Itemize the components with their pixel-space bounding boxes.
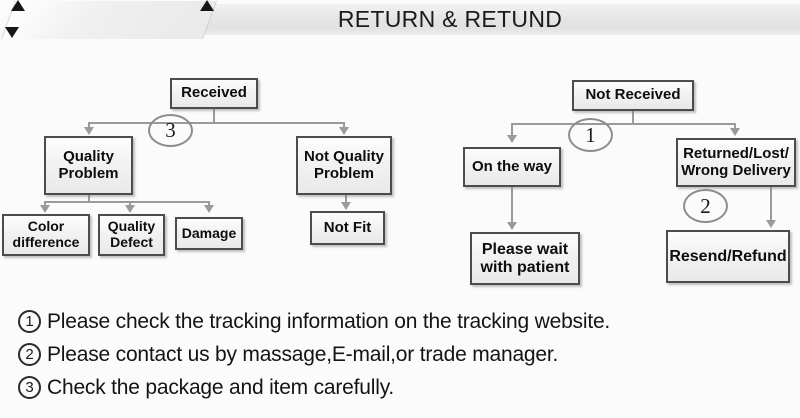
arrow-to-not-fit-icon — [341, 202, 351, 210]
arrow-to-resend-refund-icon — [766, 220, 776, 228]
step-marker-1: 1 — [568, 118, 613, 152]
connector-received-stem — [213, 109, 215, 123]
node-not-fit[interactable]: Not Fit — [310, 211, 385, 245]
connector-color-difference-drop — [44, 201, 46, 206]
node-returned-lost-wrong-delivery[interactable]: Returned/Lost/ Wrong Delivery — [676, 138, 796, 187]
arrow-to-returned-lost-icon — [730, 128, 740, 136]
node-not-quality-problem[interactable]: Not Quality Problem — [296, 136, 392, 195]
arrow-to-quality-defect-icon — [125, 205, 135, 213]
list-item: 2 Please contact us by massage,E-mail,or… — [18, 338, 788, 371]
arrow-to-damage-icon — [204, 205, 214, 213]
node-please-wait-with-patient[interactable]: Please wait with patient — [470, 232, 580, 285]
arrow-to-please-wait-icon — [507, 222, 517, 230]
arrow-to-quality-problem-icon — [84, 127, 94, 135]
note-number-3: 3 — [18, 376, 41, 399]
node-quality-problem[interactable]: Quality Problem — [44, 136, 133, 195]
notes-list: 1 Please check the tracking information … — [18, 305, 788, 404]
note-number-1: 1 — [18, 310, 41, 333]
connector-returned-lost-drop — [734, 123, 736, 129]
node-resend-refund[interactable]: Resend/Refund — [666, 230, 790, 283]
corner-handle-bottom-left-icon — [5, 27, 19, 38]
arrow-to-not-quality-problem-icon — [339, 127, 349, 135]
step-marker-2: 2 — [683, 189, 728, 223]
list-item: 3 Check the package and item carefully. — [18, 371, 788, 404]
arrow-to-on-the-way-icon — [507, 135, 517, 143]
header-parallelogram-shape — [1, 1, 217, 39]
corner-handle-top-right-icon — [200, 0, 214, 11]
connector-on-the-way-drop — [511, 123, 513, 136]
note-text-3: Check the package and item carefully. — [47, 375, 395, 399]
connector-received-left-drop — [88, 122, 90, 128]
node-color-difference[interactable]: Color difference — [2, 214, 90, 256]
connector-not-fit-stem — [345, 195, 347, 203]
connector-not-received-stem — [632, 111, 634, 124]
arrow-to-color-difference-icon — [40, 205, 50, 213]
node-damage[interactable]: Damage — [175, 217, 243, 250]
node-quality-defect[interactable]: Quality Defect — [98, 214, 165, 256]
note-text-1: Please check the tracking information on… — [47, 309, 611, 333]
connector-received-bus — [88, 122, 345, 124]
connector-received-right-drop — [343, 122, 345, 128]
connector-resend-refund-stem — [770, 187, 772, 221]
connector-not-received-bus — [511, 123, 736, 125]
connector-damage-drop — [208, 201, 210, 206]
corner-handle-top-left-icon — [11, 0, 25, 11]
page-title: RETURN & RETUND — [337, 6, 563, 32]
node-received[interactable]: Received — [170, 78, 258, 109]
list-item: 1 Please check the tracking information … — [18, 305, 788, 338]
connector-quality-problem-bus — [44, 201, 210, 203]
node-on-the-way[interactable]: On the way — [463, 147, 561, 187]
connector-quality-problem-stem — [88, 195, 90, 202]
step-marker-3: 3 — [148, 114, 193, 147]
note-text-2: Please contact us by massage,E-mail,or t… — [47, 342, 559, 366]
connector-quality-defect-drop — [129, 201, 131, 206]
note-number-2: 2 — [18, 343, 41, 366]
node-not-received[interactable]: Not Received — [572, 80, 694, 111]
connector-please-wait-stem — [511, 187, 513, 223]
